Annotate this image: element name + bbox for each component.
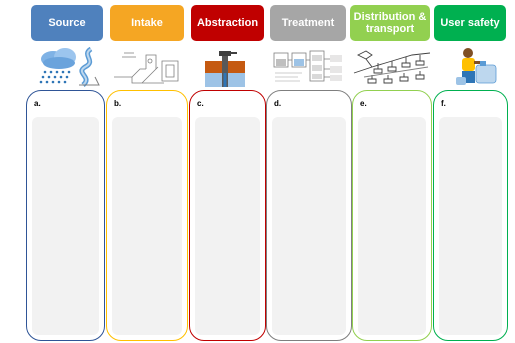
answer-area-abstraction[interactable]: [195, 117, 260, 335]
column-label-e: e.: [360, 99, 367, 108]
pipe-network-icon: [352, 47, 432, 87]
person-with-water-container-icon: [452, 47, 498, 87]
answer-area-intake[interactable]: [112, 117, 182, 335]
column-label-c: c.: [197, 99, 204, 108]
column-source: a.: [26, 90, 105, 341]
answer-area-distribution[interactable]: [358, 117, 426, 335]
column-intake: b.: [106, 90, 188, 341]
borehole-well-icon: [205, 47, 245, 87]
column-treatment: d.: [266, 90, 352, 341]
treatment-process-diagram-icon: [272, 47, 344, 87]
header-distribution: Distribution & transport: [350, 5, 430, 41]
column-label-b: b.: [114, 99, 122, 108]
header-abstraction: Abstraction: [191, 5, 264, 41]
answer-area-treatment[interactable]: [272, 117, 346, 335]
column-distribution: e.: [352, 90, 432, 341]
rain-cloud-and-river-icon: [35, 47, 101, 87]
intake-structure-drawing-icon: [112, 47, 184, 87]
header-treatment: Treatment: [270, 5, 346, 41]
answer-area-source[interactable]: [32, 117, 99, 335]
answer-area-user-safety[interactable]: [439, 117, 502, 335]
column-label-f: f.: [441, 99, 446, 108]
header-source: Source: [31, 5, 103, 41]
column-user-safety: f.: [433, 90, 508, 341]
column-label-a: a.: [34, 99, 41, 108]
header-intake: Intake: [110, 5, 184, 41]
column-abstraction: c.: [189, 90, 266, 341]
header-user-safety: User safety: [434, 5, 506, 41]
column-label-d: d.: [274, 99, 282, 108]
